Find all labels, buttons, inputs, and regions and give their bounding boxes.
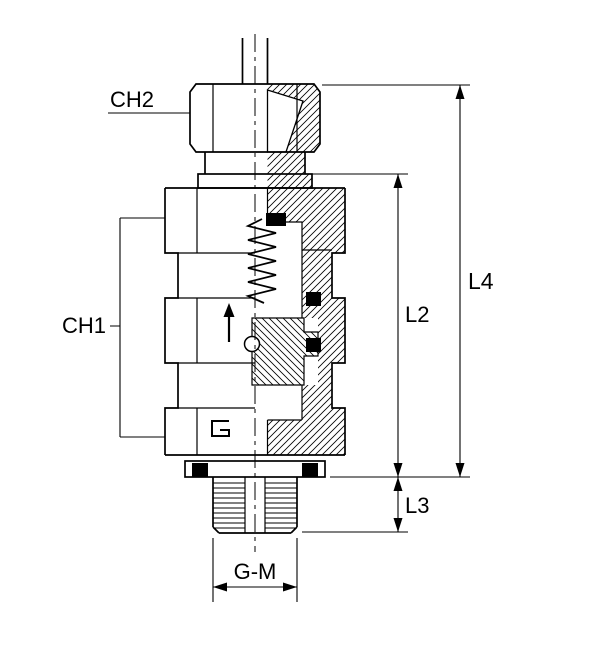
- neck: [204, 152, 306, 174]
- dimension-labels: CH2 CH1 L4 L2 L3 G-M: [62, 87, 494, 584]
- body-right-profile: [331, 188, 346, 455]
- flow-arrow-head: [223, 303, 235, 317]
- internal-edges: [266, 188, 332, 455]
- body-symbols: [211, 303, 261, 437]
- label-gm: G-M: [234, 559, 277, 584]
- thread-lines: [213, 482, 297, 529]
- maker-mark: [211, 420, 230, 437]
- dimensions: [108, 84, 470, 602]
- flange-seal-right: [302, 463, 318, 477]
- label-ch1: CH1: [62, 313, 106, 338]
- label-ch2: CH2: [110, 87, 154, 112]
- top-nut-ch2: [189, 83, 321, 153]
- label-l4: L4: [468, 268, 494, 294]
- flange-seal-left: [192, 463, 208, 477]
- valve-spring: [245, 218, 277, 304]
- stud-bore: [244, 477, 266, 533]
- valve-poppet: [251, 317, 319, 386]
- label-l2: L2: [405, 302, 429, 327]
- top-nut-facets: [212, 84, 298, 152]
- ball-port: [243, 335, 261, 353]
- leader-ch1: [110, 217, 165, 438]
- seal-rings: [192, 213, 321, 477]
- tube: [241, 38, 269, 84]
- top-seal: [266, 213, 286, 226]
- body-left-profile: [164, 188, 179, 455]
- hex-groove-lines: [178, 252, 255, 409]
- upper-oring: [306, 292, 321, 306]
- threaded-stud: [212, 477, 298, 534]
- dim-arrowheads: [213, 85, 465, 592]
- extension-lines: [212, 84, 470, 602]
- lower-oring: [306, 338, 321, 352]
- label-l3: L3: [405, 493, 429, 518]
